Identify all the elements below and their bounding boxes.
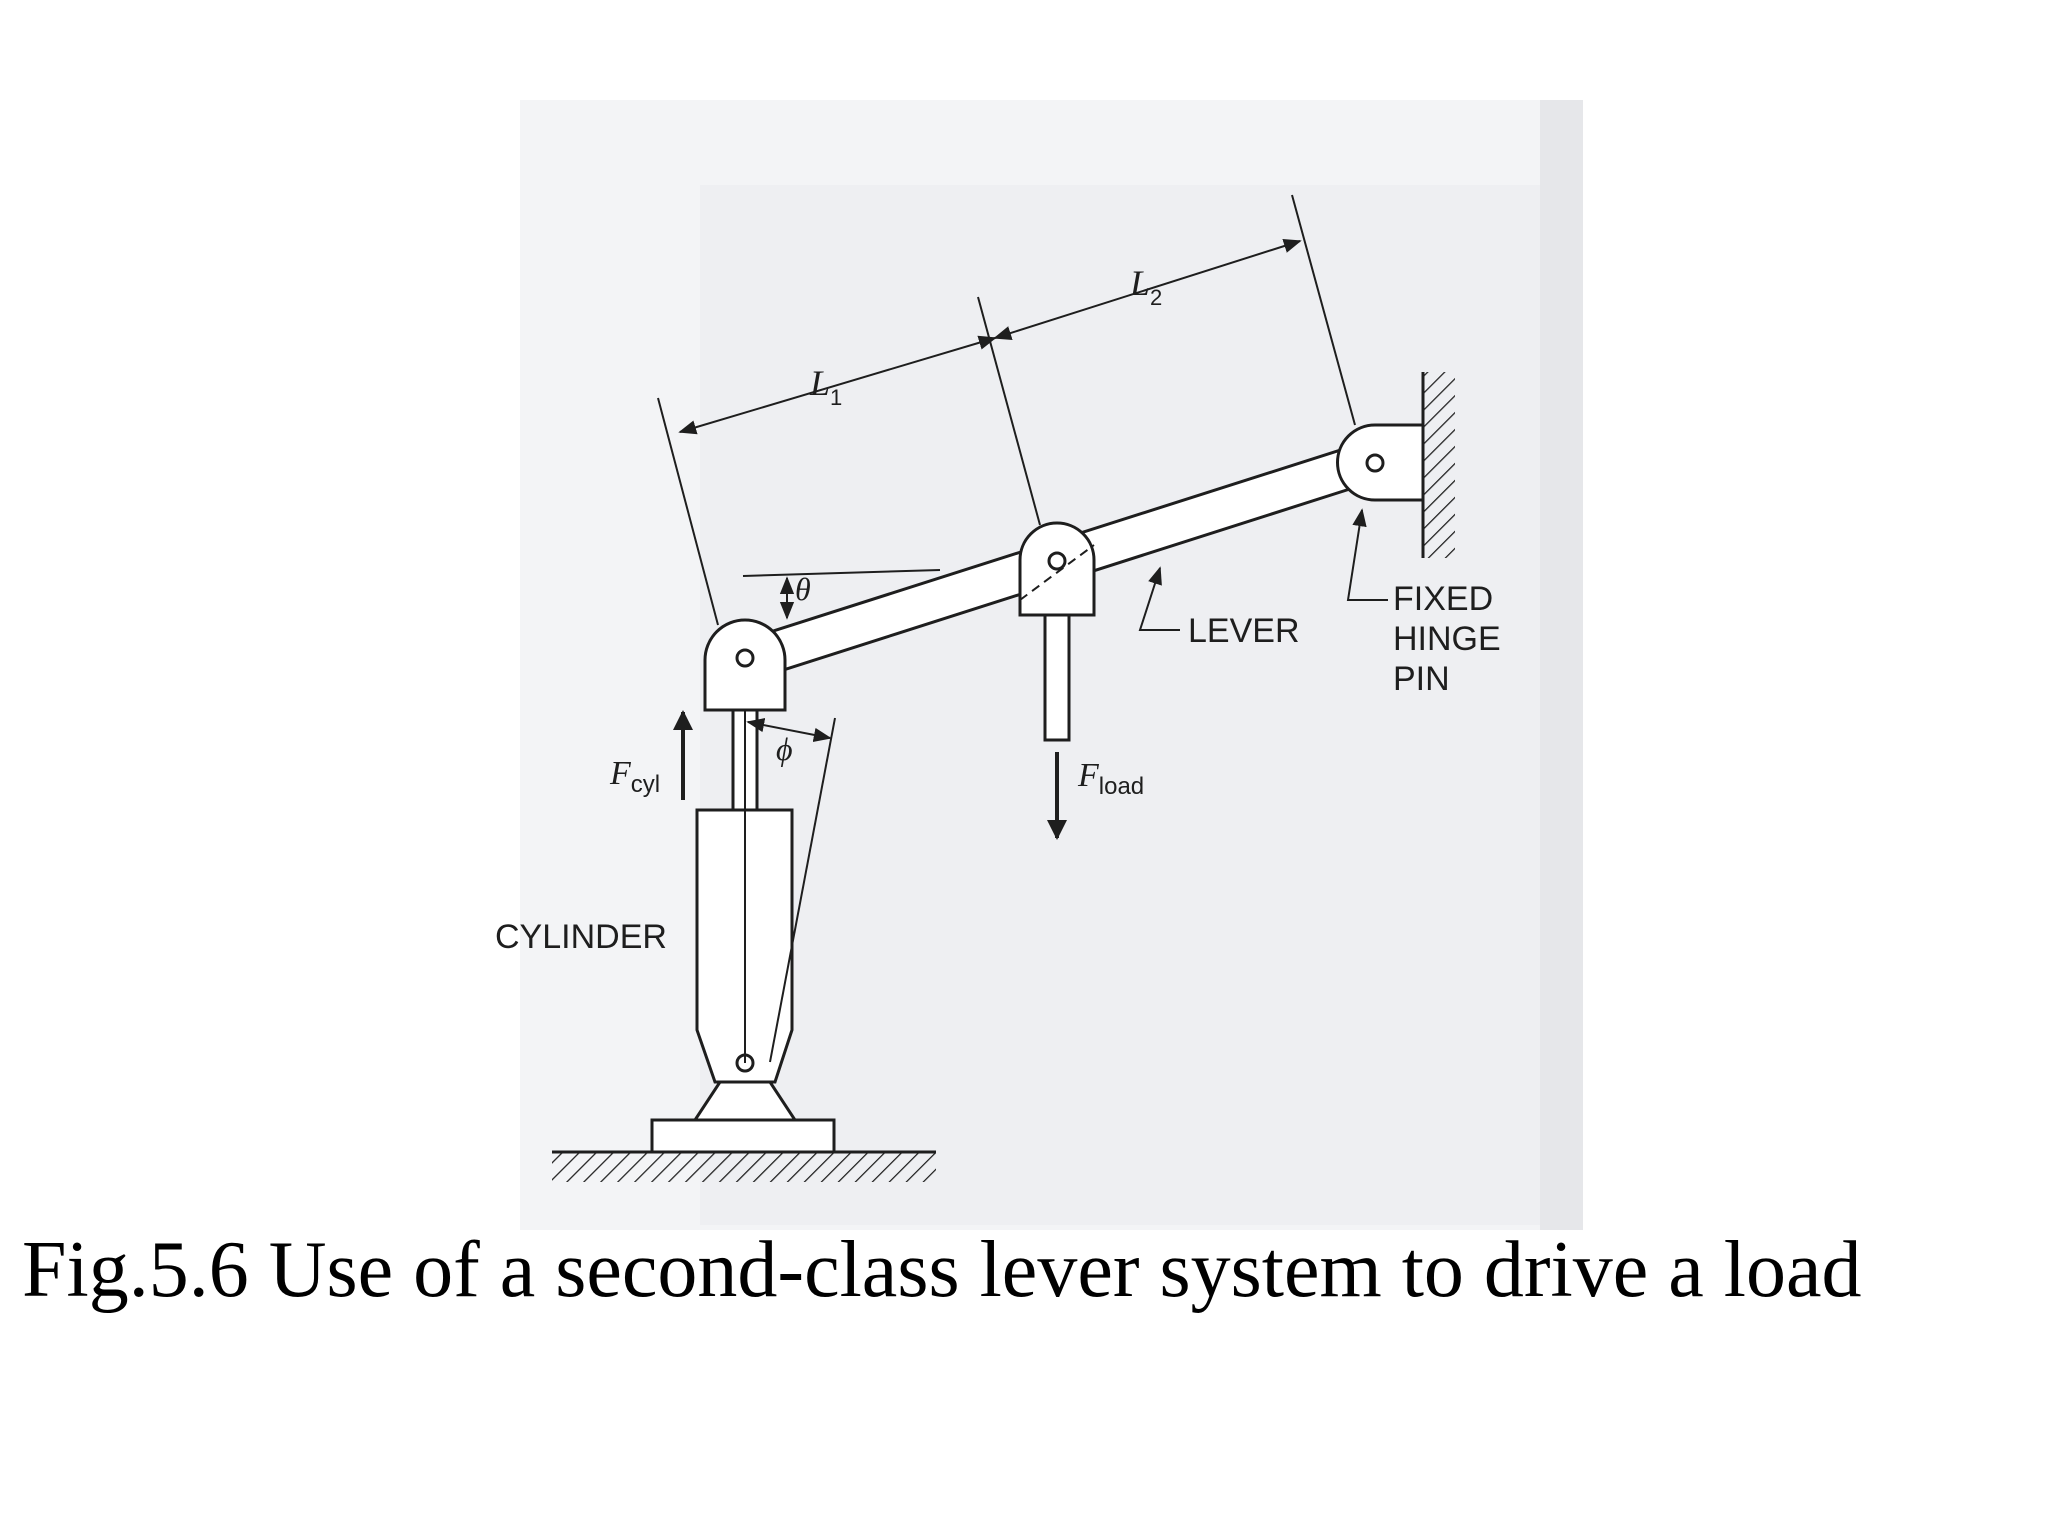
- dimension-l2: [993, 239, 1302, 340]
- label-l1: L1: [809, 363, 842, 410]
- label-lever: LEVER: [1188, 612, 1300, 650]
- load-rod: [1043, 613, 1071, 742]
- label-fixed: FIXED: [1393, 580, 1493, 618]
- label-phi: ϕ: [776, 731, 793, 767]
- load-pin-icon: [1047, 551, 1067, 571]
- label-f-load: Fload: [1077, 757, 1144, 800]
- label-f-cyl: Fcyl: [609, 755, 660, 798]
- wall-hatch: [1423, 372, 1455, 558]
- cylinder-base-plate: [650, 1118, 836, 1154]
- label-pin: PIN: [1393, 660, 1450, 698]
- fixed-hinge-pin-icon: [1365, 453, 1385, 473]
- ground-hatch: [552, 1152, 936, 1182]
- rod-end-pin-icon: [735, 648, 755, 668]
- label-hinge: HINGE: [1393, 620, 1501, 658]
- label-theta: θ: [795, 571, 811, 607]
- label-l2: L2: [1129, 263, 1162, 310]
- hinge-leader: [1346, 508, 1388, 601]
- lever-leader: [1138, 566, 1180, 631]
- figure-caption: Fig.5.6 Use of a second-class lever syst…: [22, 1226, 1862, 1314]
- phi-arrow: [746, 718, 832, 742]
- label-cylinder: CYLINDER: [495, 918, 667, 956]
- dimension-l1: [678, 335, 997, 435]
